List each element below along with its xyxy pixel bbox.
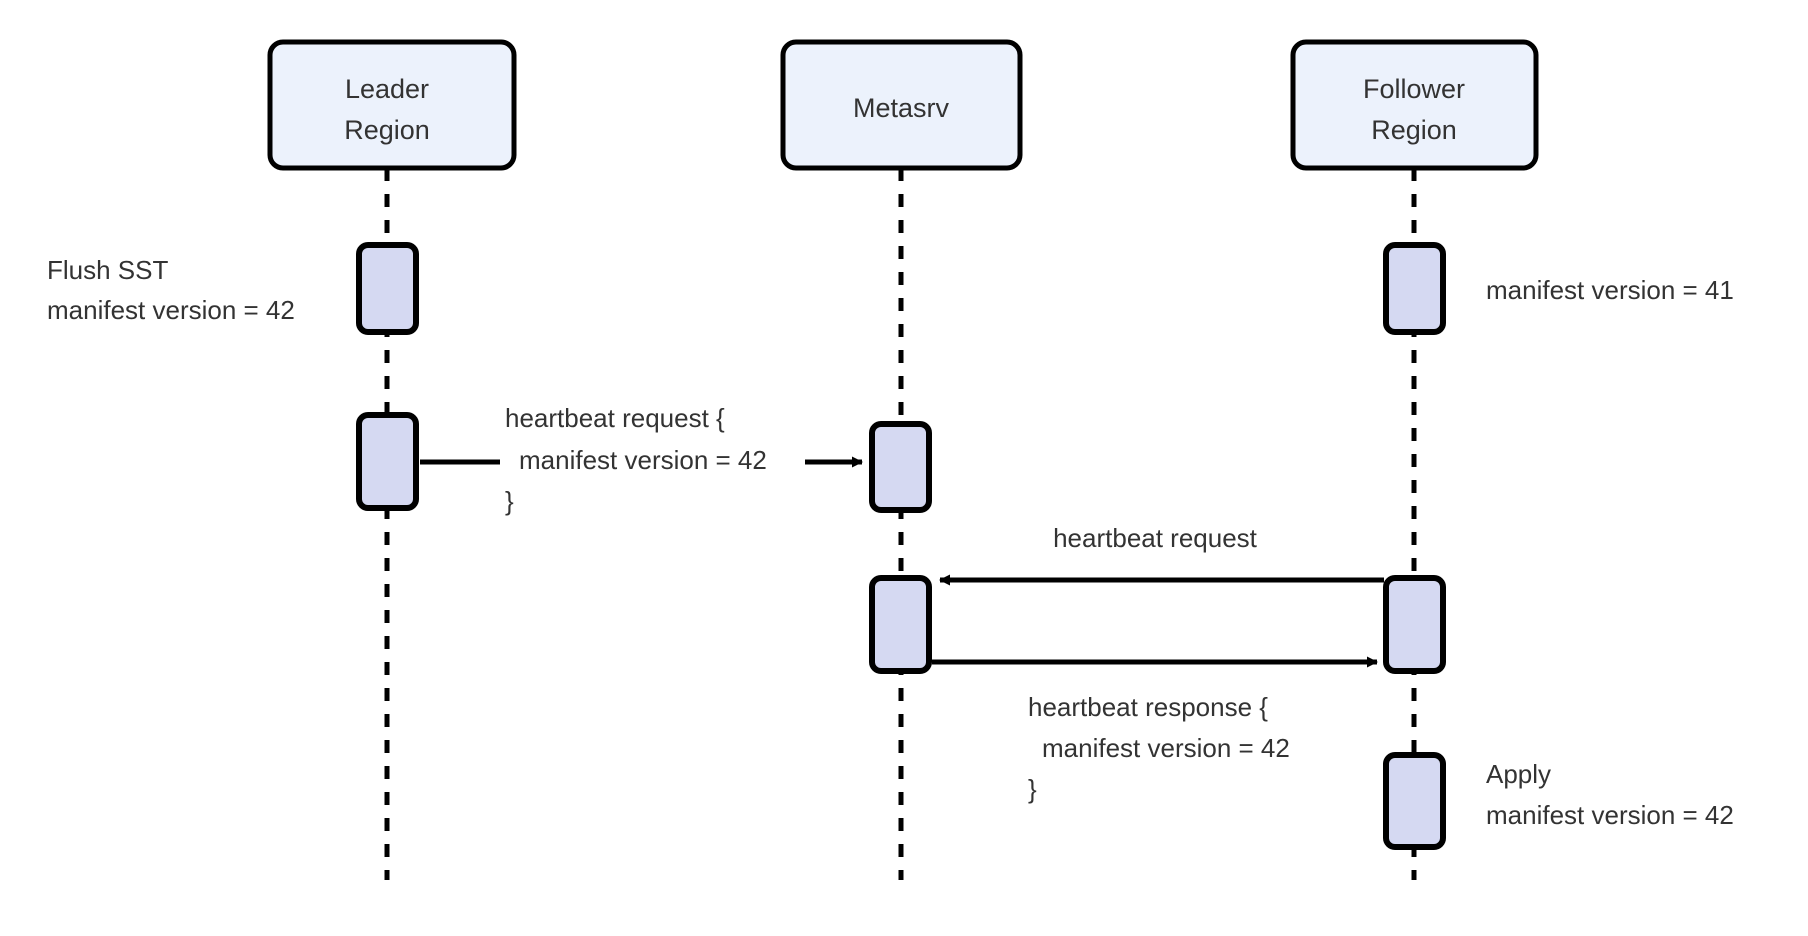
activation-follower-version[interactable]	[1383, 242, 1446, 335]
actor-label-follower-line1: Follower	[1363, 74, 1465, 104]
message-label-response-line3: }	[1028, 774, 1037, 804]
actor-metasrv[interactable]: Metasrv	[780, 39, 1023, 171]
activation-leader-heartbeat[interactable]	[356, 412, 419, 511]
actor-follower[interactable]: Follower Region	[1290, 39, 1539, 171]
actor-box-metasrv[interactable]	[780, 39, 1023, 171]
note-flush-sst: Flush SST manifest version = 42	[47, 255, 295, 325]
message-heartbeat-request-follower[interactable]: heartbeat request	[939, 523, 1384, 586]
message-label-response-line2: manifest version = 42	[1042, 733, 1290, 763]
message-label-response-line1: heartbeat response {	[1028, 692, 1268, 722]
note-apply-line2: manifest version = 42	[1486, 800, 1734, 830]
actor-box-follower[interactable]	[1290, 39, 1539, 171]
note-apply-line1: Apply	[1486, 759, 1551, 789]
actor-label-follower-line2: Region	[1371, 115, 1457, 145]
message-label-leader-line2: manifest version = 42	[519, 445, 767, 475]
activation-follower-heartbeat[interactable]	[1383, 575, 1446, 674]
note-apply: Apply manifest version = 42	[1486, 759, 1734, 830]
message-label-leader-line3: }	[505, 486, 514, 516]
actor-leader[interactable]: Leader Region	[267, 39, 517, 171]
activations-group	[356, 242, 1446, 850]
note-flush-sst-line1: Flush SST	[47, 255, 168, 285]
actor-box-leader[interactable]	[267, 39, 517, 171]
message-label-follower-heartbeat-request: heartbeat request	[1053, 523, 1258, 553]
activation-follower-apply[interactable]	[1383, 752, 1446, 850]
activation-metasrv-recv-leader[interactable]	[869, 421, 932, 513]
message-label-leader-line1: heartbeat request {	[505, 403, 725, 433]
message-heartbeat-request-leader[interactable]: heartbeat request { manifest version = 4…	[420, 403, 863, 516]
note-follower-version-line1: manifest version = 41	[1486, 275, 1734, 305]
message-heartbeat-response[interactable]: heartbeat response { manifest version = …	[932, 656, 1378, 804]
lifelines-group	[384, 168, 1417, 880]
note-flush-sst-line2: manifest version = 42	[47, 295, 295, 325]
actor-label-metasrv-line1: Metasrv	[853, 93, 950, 123]
activation-leader-flush[interactable]	[356, 242, 419, 335]
note-follower-version: manifest version = 41	[1486, 275, 1734, 305]
activation-metasrv-follower-exchange[interactable]	[869, 575, 932, 674]
actor-label-leader-line1: Leader	[345, 74, 429, 104]
actor-label-leader-line2: Region	[344, 115, 430, 145]
